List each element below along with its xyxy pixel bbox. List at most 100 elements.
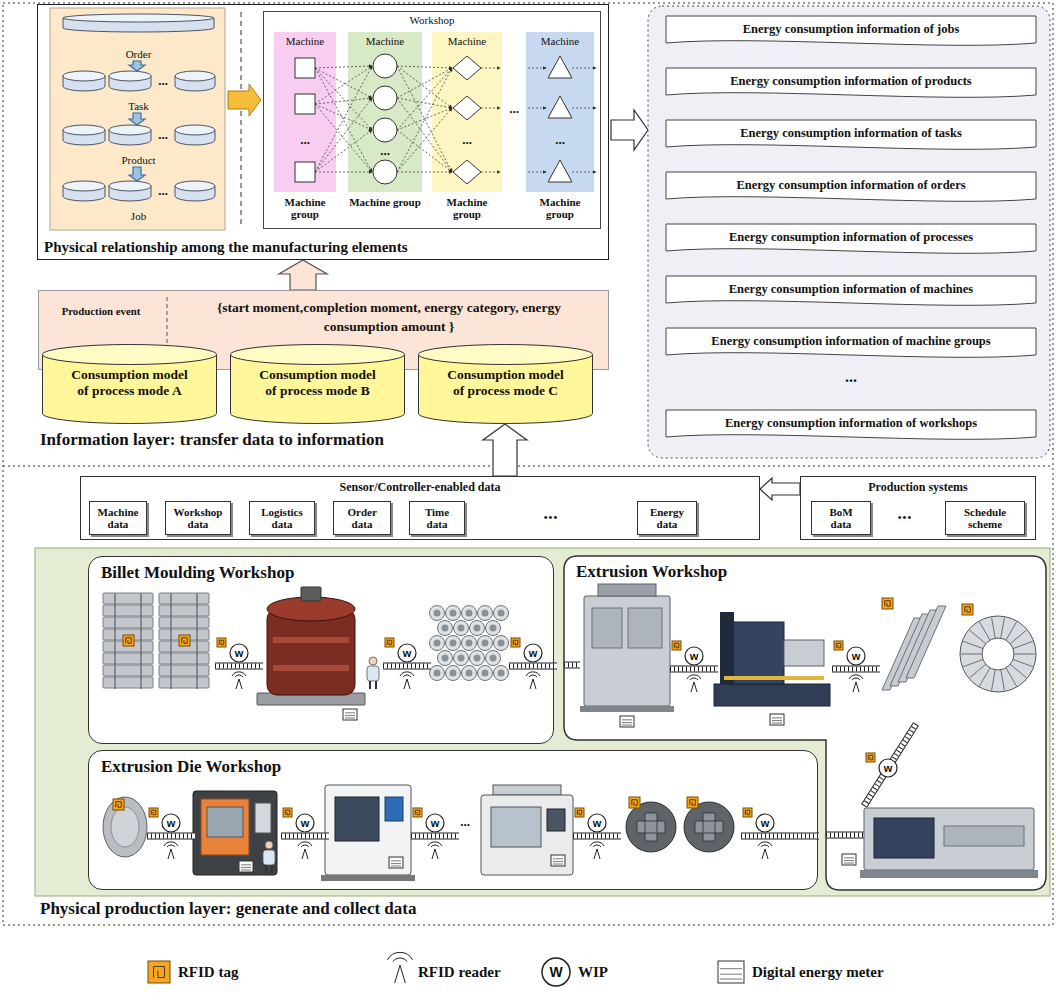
cylinder-stack: Order	[61, 14, 216, 61]
pipe-end	[434, 610, 441, 617]
pipe-end	[474, 655, 481, 662]
die-blank	[103, 797, 147, 857]
pipe-end	[494, 636, 509, 651]
cylinder-shape	[175, 71, 215, 81]
label-holder: w	[231, 645, 247, 661]
pipe-end	[466, 670, 473, 677]
wip-symbol	[162, 814, 180, 832]
wip-letter: w	[301, 817, 310, 829]
legend-text: Digital energy meter	[752, 963, 884, 981]
flow-dotted-line	[528, 172, 546, 173]
data-box: Order data	[333, 501, 391, 535]
label-holder: w	[686, 648, 702, 664]
pipe-end	[462, 606, 477, 621]
heat-sink	[1001, 670, 1005, 691]
rfid-tag-icon	[217, 638, 226, 647]
machine-part	[325, 785, 411, 875]
pipe-end	[438, 621, 453, 636]
machine-square	[295, 58, 315, 78]
heat-sink	[960, 616, 1036, 692]
rfid-tag-icon	[179, 635, 190, 646]
pipe-end	[462, 636, 477, 651]
ellipsis-mark: ...	[380, 144, 390, 158]
node-text: Machine	[448, 32, 486, 48]
flow-dotted-line	[481, 108, 500, 109]
rfid-tag-icon	[834, 641, 843, 650]
pipe-end	[438, 651, 453, 666]
cylinder-shape	[63, 14, 214, 22]
flow-dotted-line	[397, 98, 452, 172]
label-holder: w	[848, 648, 864, 664]
rfid-reader-icon	[594, 849, 600, 859]
rfid-tag-icon	[385, 638, 394, 647]
output-arrow	[611, 110, 648, 150]
conveyor	[509, 664, 557, 669]
extrusion-die	[637, 813, 665, 841]
energy-meter-icon	[241, 865, 251, 870]
machine-part	[159, 653, 209, 664]
flow-dotted-line	[397, 108, 452, 130]
rfid-tag-icon	[387, 640, 392, 645]
machine-part	[159, 665, 209, 676]
machine-triangle	[548, 56, 572, 78]
rfid-tag-icon	[283, 808, 292, 817]
wip-letter: w	[852, 650, 861, 662]
node-text: BoM data	[829, 506, 852, 530]
node-subtext: {start moment,completion moment, energy …	[191, 298, 587, 336]
wip-letter: w	[431, 817, 440, 829]
model-cylinder: Consumption model of process mode A	[42, 344, 217, 424]
flow-arrow	[483, 424, 527, 476]
machine-part	[598, 584, 656, 596]
machine-part	[159, 677, 209, 688]
operator-figure	[370, 681, 376, 689]
rfid-reader-icon	[428, 842, 442, 846]
machine-part	[267, 609, 355, 695]
pipe-end	[482, 640, 489, 647]
pipe-end	[434, 670, 441, 677]
rfid-reader-icon	[393, 958, 407, 962]
rfid-tag-icon	[629, 797, 640, 808]
rfid-tag-icon	[687, 797, 698, 808]
info-banner: Energy consumption information of proces…	[666, 224, 1036, 256]
energy-meter-icon	[772, 718, 782, 723]
node-text: Machine	[286, 32, 324, 48]
conveyor	[864, 724, 916, 806]
machine-part	[724, 676, 824, 680]
flow-arrow	[129, 61, 145, 71]
rfid-reader-icon	[404, 679, 410, 689]
conveyor	[670, 667, 718, 672]
cylinder-shape	[109, 181, 151, 191]
node-text: Energy consumption information of worksh…	[725, 416, 977, 431]
data-group: Sensor/Controller-enabled dataMachine da…	[80, 476, 760, 540]
rfid-tag-icon	[511, 638, 520, 647]
conveyor	[383, 664, 431, 669]
energy-meter-icon	[718, 961, 744, 983]
legend-text: WIP	[578, 963, 608, 981]
banner-shape	[666, 172, 1036, 201]
flow-dotted-line	[397, 66, 452, 108]
banner-shape	[666, 68, 1036, 97]
label-holder: ...	[458, 133, 476, 147]
heat-sink	[1006, 622, 1017, 640]
machine-square	[295, 94, 315, 114]
flow-dotted-line	[397, 68, 452, 130]
conveyor	[411, 834, 459, 839]
rfid-reader-icon	[849, 675, 863, 679]
machine-part	[159, 605, 209, 616]
cylinder-stack: Task...	[61, 71, 216, 113]
node-subtext: Machine group	[526, 196, 594, 222]
rfid-reader-icon	[168, 849, 174, 859]
rfid-reader-icon	[526, 672, 540, 676]
node-text: Machine data	[98, 506, 139, 530]
rfid-tag-icon	[885, 601, 891, 607]
machine-part	[103, 605, 153, 616]
node-text: Consumption model of process mode B	[253, 367, 382, 399]
machine-circle	[373, 160, 397, 184]
info-banner: Energy consumption information of tasks	[666, 120, 1036, 152]
rfid-reader-icon	[758, 842, 772, 846]
conveyor	[411, 834, 459, 839]
node-text: Order	[126, 47, 152, 61]
rfid-tag-icon	[882, 598, 893, 609]
flow-dotted-line	[572, 108, 596, 109]
ellipsis-mark: ...	[509, 102, 519, 116]
